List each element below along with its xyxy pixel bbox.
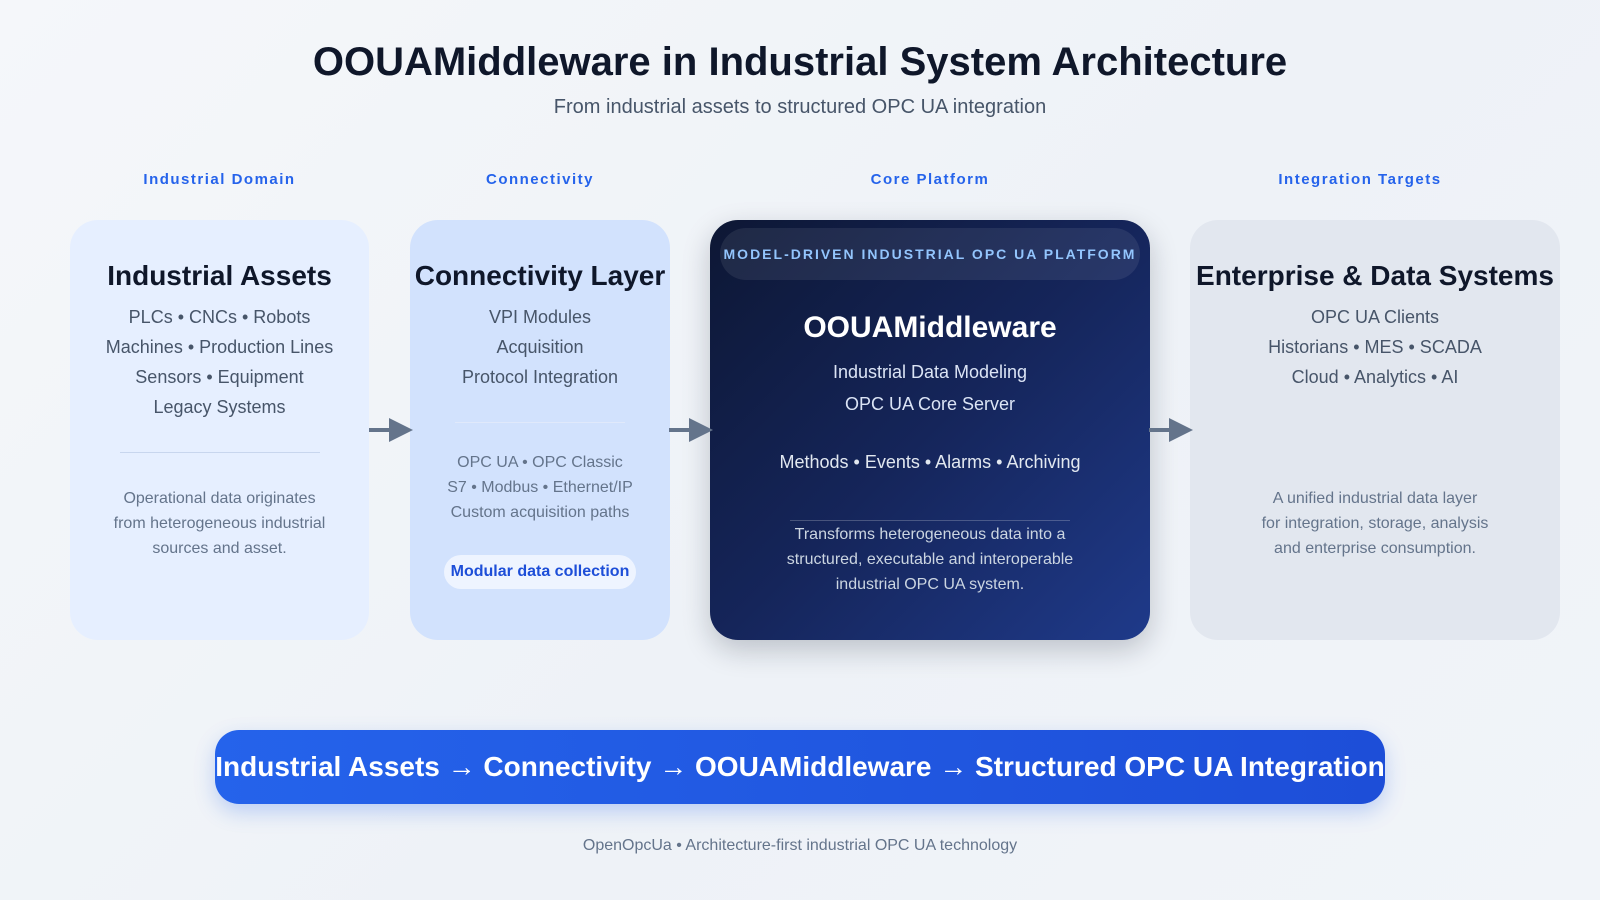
list-item: OPC UA Core Server xyxy=(844,394,1016,414)
footer-text: OpenOpcUa • Architecture-first industria… xyxy=(582,837,1018,854)
page-subtitle: From industrial assets to structured OPC… xyxy=(553,96,1047,118)
card-title: Industrial Assets xyxy=(107,260,332,291)
core-platform-card: MODEL-DRIVEN INDUSTRIAL OPC UA PLATFORM … xyxy=(710,220,1150,640)
list-item: Legacy Systems xyxy=(153,397,286,417)
list-item: Sensors • Equipment xyxy=(135,367,304,387)
description-line: and enterprise consumption. xyxy=(1274,540,1476,557)
divider xyxy=(119,452,320,453)
protocol-line: S7 • Modbus • Ethernet/IP xyxy=(447,479,633,496)
column-label-industrial-domain: Industrial Domain xyxy=(143,171,296,188)
list-item: Industrial Data Modeling xyxy=(832,362,1028,382)
list-item: Protocol Integration xyxy=(461,367,619,387)
list-item: Cloud • Analytics • AI xyxy=(1291,367,1459,387)
list-item: OPC UA Clients xyxy=(1310,307,1440,327)
enterprise-systems-card: Enterprise & Data Systems OPC UA Clients… xyxy=(1190,220,1560,640)
description-line: A unified industrial data layer xyxy=(1272,490,1478,507)
card-description: Transforms heterogeneous data into a str… xyxy=(710,522,1150,597)
column-label-connectivity: Connectivity xyxy=(485,171,594,188)
description-line: industrial OPC UA system. xyxy=(835,576,1025,593)
description-line: Transforms heterogeneous data into a xyxy=(794,526,1066,543)
list-item: Machines • Production Lines xyxy=(105,337,334,357)
card-description: A unified industrial data layer for inte… xyxy=(1190,486,1560,561)
list-item: VPI Modules xyxy=(488,307,592,327)
connectivity-list: VPI Modules Acquisition Protocol Integra… xyxy=(410,302,670,392)
protocol-line: Custom acquisition paths xyxy=(450,504,630,521)
protocol-list: OPC UA • OPC Classic S7 • Modbus • Ether… xyxy=(410,450,670,525)
asset-list: PLCs • CNCs • Robots Machines • Producti… xyxy=(70,302,369,422)
platform-badge: MODEL-DRIVEN INDUSTRIAL OPC UA PLATFORM xyxy=(720,228,1140,280)
card-title: Connectivity Layer xyxy=(414,260,666,291)
arrow-right-icon xyxy=(369,418,413,442)
arrow-right-icon xyxy=(669,418,713,442)
divider xyxy=(790,520,1070,521)
divider xyxy=(455,422,625,423)
industrial-assets-card: Industrial Assets PLCs • CNCs • Robots M… xyxy=(70,220,369,640)
list-item: Historians • MES • SCADA xyxy=(1268,337,1482,357)
description-line: Operational data originates xyxy=(123,490,316,507)
flow-summary-banner: Industrial Assets → Connectivity → OOUAM… xyxy=(215,730,1385,804)
column-label-integration-targets: Integration Targets xyxy=(1278,171,1442,188)
protocol-line: OPC UA • OPC Classic xyxy=(457,454,623,471)
description-line: structured, executable and interoperable xyxy=(786,551,1074,568)
card-title: Enterprise & Data Systems xyxy=(1196,260,1554,291)
connectivity-layer-card: Connectivity Layer VPI Modules Acquisiti… xyxy=(410,220,670,640)
core-capabilities: Industrial Data Modeling OPC UA Core Ser… xyxy=(710,356,1150,420)
description-line: from heterogeneous industrial xyxy=(113,515,326,532)
modular-collection-badge: Modular data collection xyxy=(443,555,637,589)
enterprise-list: OPC UA Clients Historians • MES • SCADA … xyxy=(1190,302,1560,392)
list-item: PLCs • CNCs • Robots xyxy=(128,307,311,327)
arrow-right-icon xyxy=(1149,418,1193,442)
core-platform-name: OOUAMiddleware xyxy=(803,311,1057,344)
core-features: Methods • Events • Alarms • Archiving xyxy=(779,452,1081,472)
list-item: Acquisition xyxy=(496,337,584,357)
column-label-core-platform: Core Platform xyxy=(870,171,990,188)
page-title: OOUAMiddleware in Industrial System Arch… xyxy=(312,40,1288,84)
description-line: for integration, storage, analysis xyxy=(1261,515,1489,532)
card-description: Operational data originates from heterog… xyxy=(70,486,369,561)
description-line: sources and asset. xyxy=(152,540,287,557)
